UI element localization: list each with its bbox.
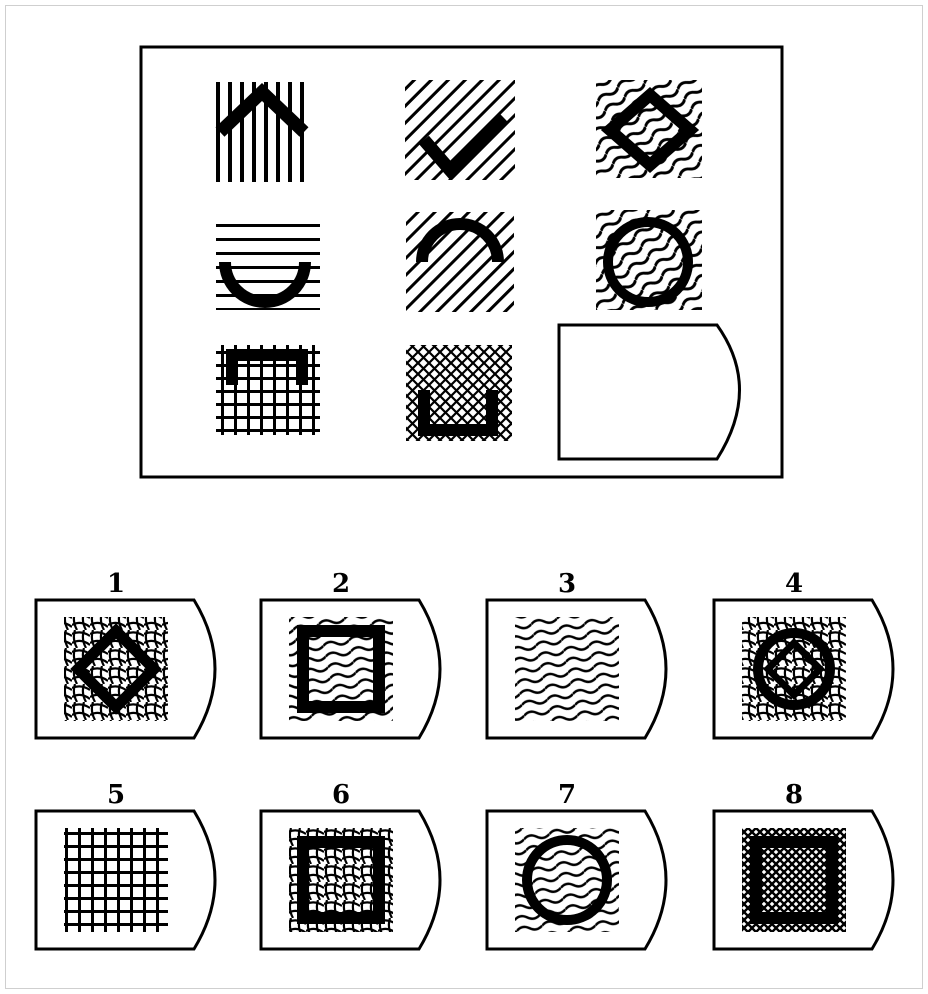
matrix-cell-cross-cup <box>406 345 512 441</box>
answer-option-label: 4 <box>785 569 803 599</box>
answer-option-label: 7 <box>558 780 576 810</box>
answer-texture <box>64 828 168 932</box>
answer-option-3[interactable]: 3 <box>487 569 666 738</box>
answer-option-label: 2 <box>332 569 350 599</box>
answer-option-2[interactable]: 2 <box>261 569 440 738</box>
answer-option-label: 6 <box>332 780 350 810</box>
matrix-cell-wave-circle <box>596 210 702 310</box>
matrix-cell-vertical-lines-chevron <box>216 82 310 182</box>
answer-option-1[interactable]: 1 <box>36 569 215 738</box>
answer-option-7[interactable]: 7 <box>487 780 666 949</box>
missing-answer-slot <box>559 325 740 459</box>
answer-option-5[interactable]: 5 <box>36 780 215 949</box>
answer-option-label: 8 <box>785 780 803 810</box>
answer-option-label: 5 <box>107 780 125 810</box>
answer-option-4[interactable]: 4 <box>714 569 893 738</box>
answer-option-8[interactable]: 8 <box>714 780 893 949</box>
matrix-cell-wave-diamond <box>596 80 702 178</box>
matrix-cell-diagonal-check <box>405 80 515 180</box>
answer-option-6[interactable]: 6 <box>261 780 440 949</box>
matrix-cell-horizontal-lines-bowl <box>216 218 320 310</box>
matrix-cell-grid-bar <box>216 345 320 435</box>
answer-texture <box>515 617 619 721</box>
matrix-cell-diagonal-arc <box>406 212 514 312</box>
answer-option-label: 1 <box>107 569 125 599</box>
answer-option-label: 3 <box>558 569 576 599</box>
